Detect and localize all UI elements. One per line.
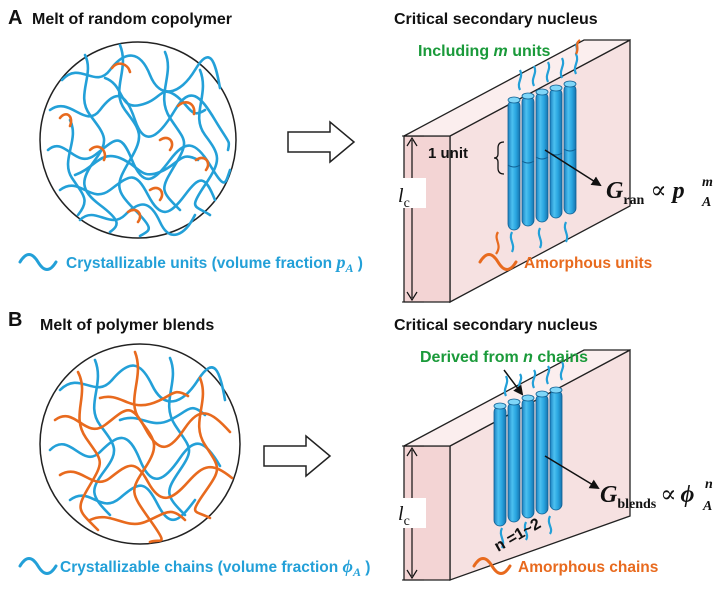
- panel-b-right-title: Critical secondary nucleus: [394, 317, 598, 334]
- panel-b-letter: B: [8, 309, 22, 331]
- unit-label: 1 unit: [428, 145, 468, 162]
- growth-rate-formula: Gran∝p: [606, 178, 685, 208]
- process-arrow-icon: [287, 120, 356, 164]
- growth-rate-formula: Gblends∝ϕ: [600, 482, 695, 512]
- growth-arrow: [544, 149, 602, 187]
- nucleus-label: Including m units: [418, 43, 551, 60]
- nucleus-stems: [493, 361, 565, 549]
- thickness-symbol: lc: [398, 503, 410, 529]
- panel-a-letter: A: [8, 7, 22, 29]
- panel-b: B Melt of polymer blends Critical second…: [8, 309, 713, 581]
- panel-a-right-title: Critical secondary nucleus: [394, 11, 598, 28]
- wave-crystallizable-icon: [18, 253, 58, 271]
- legend-b: Crystallizable chains (volume fraction ϕ…: [18, 556, 658, 579]
- nucleus-label: Derived from n chains: [420, 349, 588, 366]
- legend-a: Crystallizable units (volume fraction pA…: [18, 252, 652, 275]
- process-arrow-icon: [263, 434, 332, 478]
- nucleus-pointer: [503, 369, 524, 396]
- growth-formula-sub: A: [702, 499, 712, 514]
- crystallizable-chains: [48, 356, 227, 522]
- thickness-indicator: lc: [396, 135, 426, 303]
- wave-amorphous-icon: [472, 557, 512, 575]
- wave-crystallizable-icon: [18, 557, 58, 575]
- thickness-symbol: lc: [398, 185, 410, 211]
- panel-a: A Melt of random copolymer Critical seco…: [8, 7, 713, 304]
- panel-a-left-title: Melt of random copolymer: [32, 11, 232, 28]
- amorphous-segments: [58, 62, 210, 224]
- panel-b-left-title: Melt of polymer blends: [40, 317, 214, 334]
- random-copolymer-melt: [39, 41, 237, 239]
- legend-crystallizable-chains: Crystallizable chains (volume fraction ϕ…: [60, 556, 370, 579]
- growth-arrow: [544, 455, 600, 490]
- legend-amorphous-units: Amorphous units: [524, 255, 652, 272]
- growth-formula-sup: m: [702, 175, 713, 190]
- polymer-blend-melt: [39, 343, 241, 545]
- amorphous-chains: [53, 350, 234, 544]
- crystallizable-segments: [46, 43, 232, 238]
- thickness-indicator: lc: [396, 445, 426, 581]
- legend-crystallizable-units: Crystallizable units (volume fraction pA…: [66, 252, 363, 275]
- legend-amorphous-chains: Amorphous chains: [518, 559, 658, 576]
- wave-amorphous-icon: [478, 253, 518, 271]
- growth-formula-sup: n: [705, 477, 713, 492]
- unit-bracket: [493, 141, 505, 175]
- growth-formula-sub: A: [701, 195, 711, 210]
